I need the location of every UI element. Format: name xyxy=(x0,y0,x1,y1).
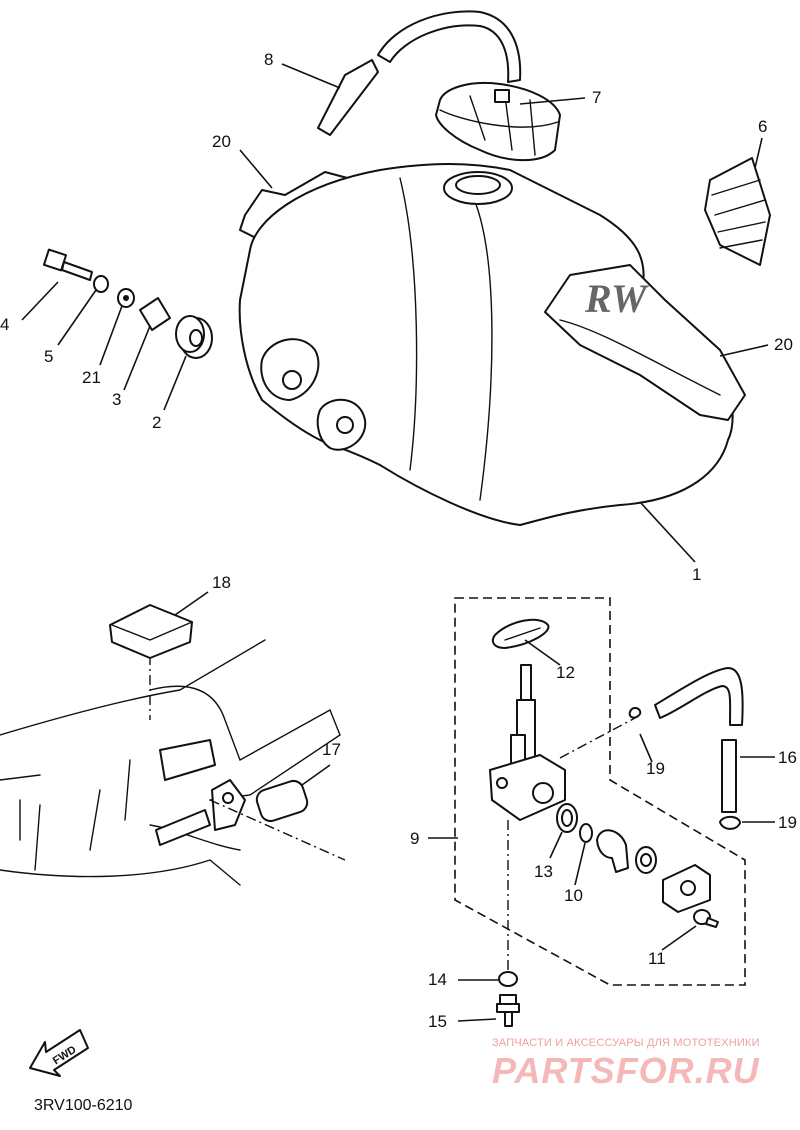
callout-20-right: 20 xyxy=(774,335,793,354)
callout-7: 7 xyxy=(592,88,601,107)
callout-14: 14 xyxy=(428,970,447,989)
pad-18 xyxy=(109,604,193,659)
callout-19-lower: 19 xyxy=(778,813,797,832)
seal xyxy=(635,846,657,874)
callout-10: 10 xyxy=(564,886,583,905)
washer-14 xyxy=(498,971,518,987)
callout-19-upper: 19 xyxy=(646,759,665,778)
fuel-cap xyxy=(435,82,561,162)
callout-2: 2 xyxy=(152,413,161,432)
callout-18: 18 xyxy=(212,573,231,592)
watermark-caption: ЗАПЧАСТИ И АКСЕССУАРЫ ДЛЯ МОТОТЕХНИКИ xyxy=(492,1037,760,1049)
callout-17: 17 xyxy=(322,740,341,759)
screw-11 xyxy=(693,909,719,928)
fuel-tank: RW xyxy=(238,163,746,526)
screw-15 xyxy=(496,994,520,1027)
diagram-code: 3RV100-6210 xyxy=(34,1097,133,1114)
breather-hose xyxy=(317,10,522,136)
lever xyxy=(596,829,629,873)
callout-8: 8 xyxy=(264,50,273,69)
clip-19a xyxy=(628,706,642,719)
bracket-plate xyxy=(704,157,771,266)
callout-6: 6 xyxy=(758,117,767,136)
collar-3 xyxy=(139,297,171,331)
callout-16: 16 xyxy=(778,748,797,767)
fuel-cock-body xyxy=(489,664,636,975)
watermark-logo: PARTSFOR.RU xyxy=(492,1050,760,1091)
decal-lettering: RW xyxy=(584,276,649,321)
callout-13: 13 xyxy=(534,862,553,881)
decal-right xyxy=(544,264,746,421)
washer-21 xyxy=(117,288,135,308)
forward-arrow: FWD xyxy=(29,1029,89,1077)
pad-17 xyxy=(255,779,309,823)
oring-10 xyxy=(579,823,593,843)
callout-labels: 8 7 6 20 20 4 5 21 3 2 1 18 17 12 19 16 … xyxy=(0,50,797,1031)
cover-plate xyxy=(662,864,711,913)
clip-19b xyxy=(719,815,741,830)
fuel-cock-group-box xyxy=(454,597,746,986)
callout-4: 4 xyxy=(0,315,9,334)
callout-20-left: 20 xyxy=(212,132,231,151)
bolt-4 xyxy=(42,248,93,281)
callout-9: 9 xyxy=(410,829,419,848)
washer-5 xyxy=(93,275,109,293)
callout-3: 3 xyxy=(112,390,121,409)
callout-1: 1 xyxy=(692,565,701,584)
oring-13 xyxy=(556,803,578,833)
damper-2 xyxy=(175,315,213,359)
callout-15: 15 xyxy=(428,1012,447,1031)
gasket-12 xyxy=(491,618,550,649)
callout-12: 12 xyxy=(556,663,575,682)
fuel-hose-16 xyxy=(654,667,744,813)
callout-11: 11 xyxy=(648,949,666,968)
frame-section xyxy=(0,639,346,886)
leader-lines xyxy=(21,63,775,1022)
callout-21: 21 xyxy=(82,368,101,387)
callout-5: 5 xyxy=(44,347,53,366)
